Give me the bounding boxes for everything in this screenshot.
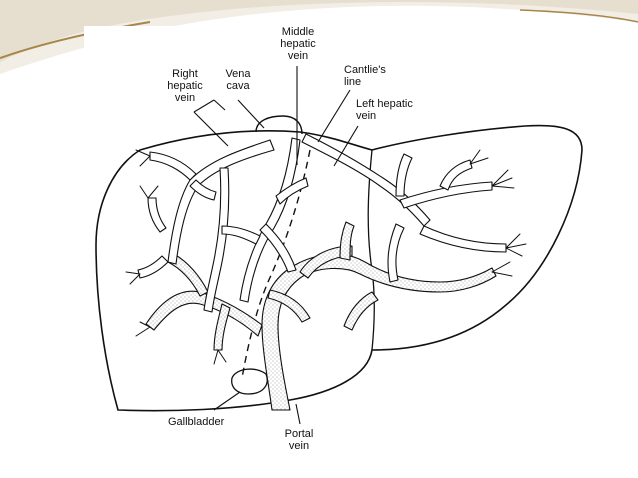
- label-middle-hepatic-vein: Middle hepatic vein: [280, 26, 316, 62]
- cantlies-line: [241, 149, 311, 379]
- gallbladder-shape: [231, 368, 268, 395]
- hepatic-veins: [137, 133, 507, 313]
- liver-outline: [95, 124, 583, 412]
- label-portal-vein: Portal vein: [284, 428, 314, 452]
- portal-vein-system: [145, 221, 497, 411]
- label-right-hepatic-vein: Right hepatic vein: [167, 68, 203, 104]
- label-left-hepatic-vein: Left hepatic vein: [356, 98, 413, 122]
- figure-panel: [84, 26, 584, 456]
- vein-branch-tips: [125, 149, 527, 365]
- label-cantlies-line: Cantlie's line: [344, 64, 386, 88]
- label-vena-cava: Vena cava: [225, 68, 251, 92]
- label-gallbladder: Gallbladder: [168, 416, 225, 428]
- leader-lines: [193, 66, 359, 425]
